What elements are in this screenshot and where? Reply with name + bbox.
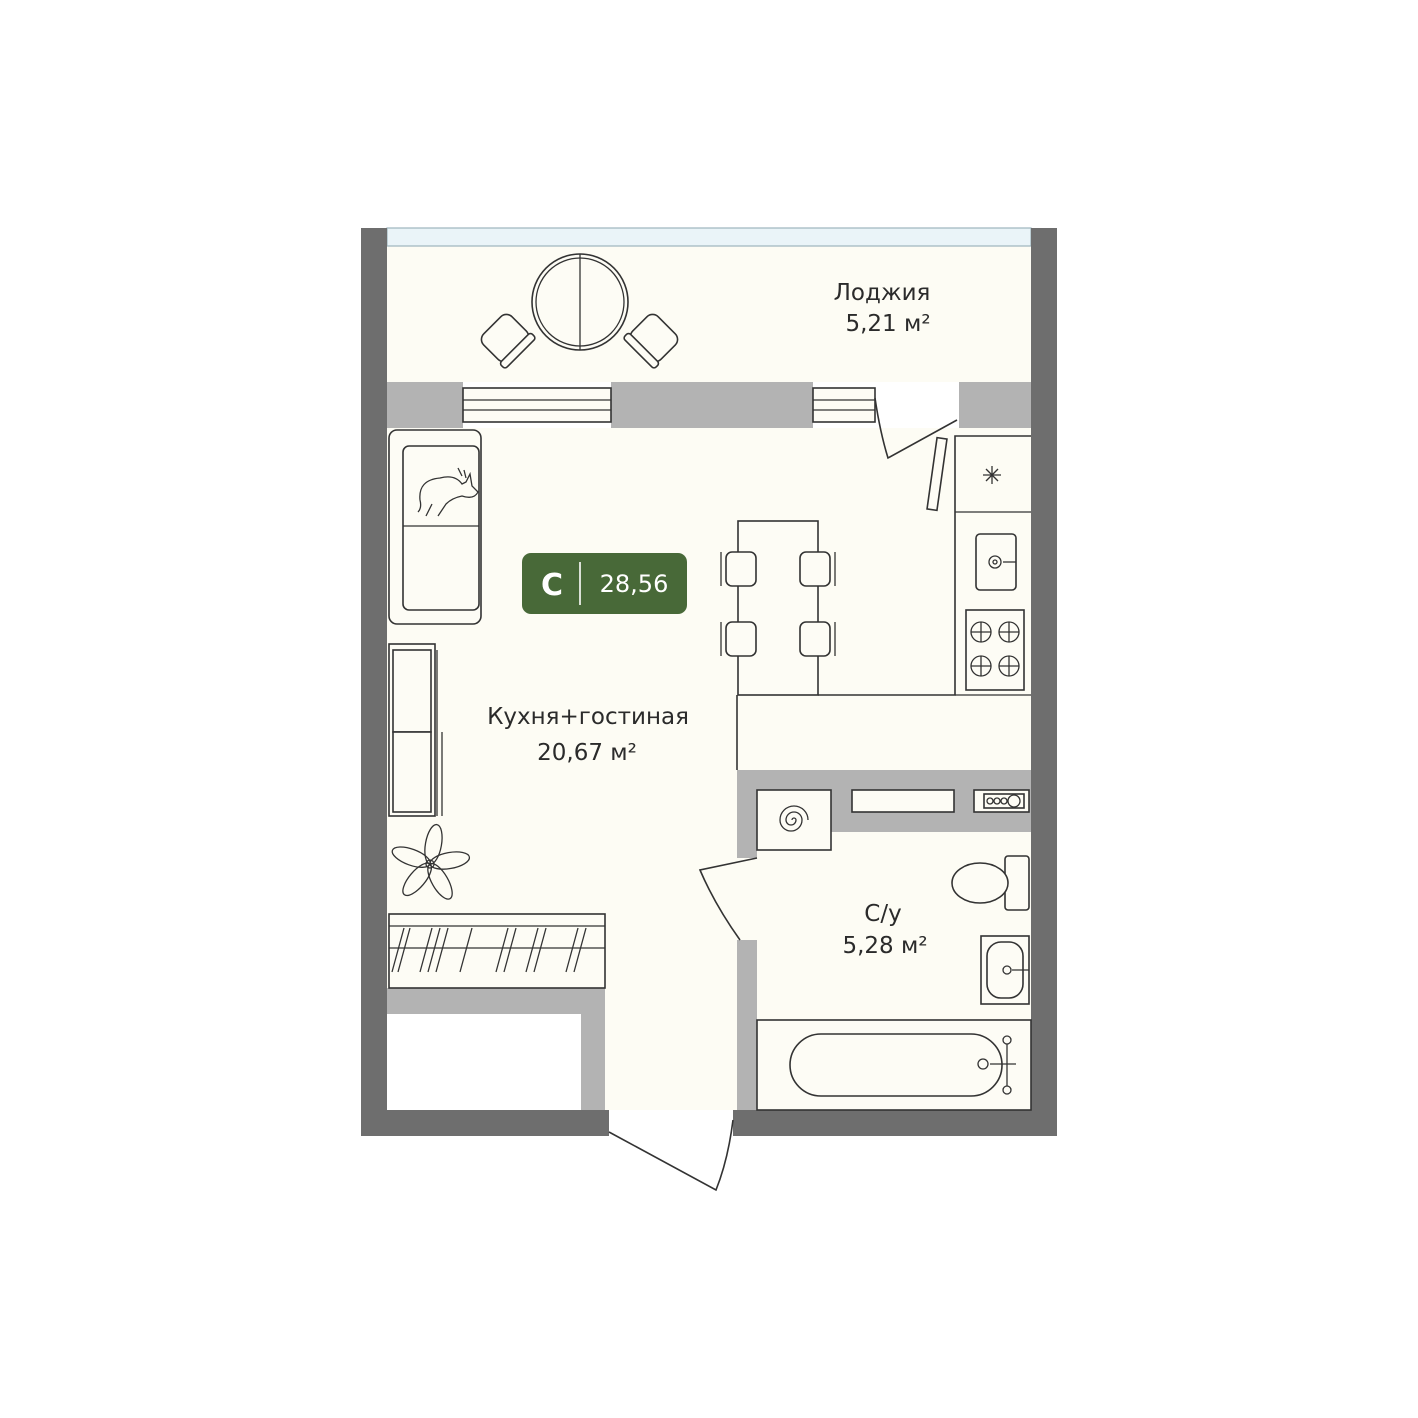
bathroom-door-swing [698, 857, 758, 941]
bathroom-fixtures [756, 789, 1032, 1111]
bathroom-name: С/у [864, 901, 901, 927]
closet-wall-right [581, 988, 605, 1110]
fridge-door-panel [926, 436, 948, 512]
dining-table [737, 520, 819, 696]
bathroom-label: С/у 5,28 м² [842, 901, 927, 959]
bath-wall-left-upper [737, 770, 757, 858]
kitchen-living-name: Кухня+гостиная [487, 704, 689, 730]
wall-bottom-right [733, 1110, 1057, 1136]
armchair-left [480, 313, 536, 369]
closet-wall-top [387, 988, 605, 1014]
entrance-door [581, 1110, 734, 1192]
kitchen-sink-icon [975, 533, 1017, 591]
partition-pier-left [387, 382, 463, 428]
water-heater-icon [973, 789, 1030, 813]
tv-cabinet [388, 643, 443, 817]
chair-right-bottom [799, 621, 836, 657]
armchair-right [623, 313, 679, 369]
wall-bottom-left [361, 1110, 609, 1136]
bath-wall-left-lower [737, 940, 757, 1110]
window-right [812, 387, 876, 423]
loggia-partition [387, 382, 1031, 460]
chair-right-top [799, 551, 836, 587]
kitchen-counter [736, 435, 1031, 770]
washing-machine-icon [756, 789, 832, 851]
window-left [462, 387, 612, 423]
wardrobe [388, 913, 606, 989]
loggia-floor [387, 246, 1031, 382]
cat-icon [417, 467, 479, 517]
badge-background [522, 553, 687, 614]
bathroom-area: 5,28 м² [842, 933, 927, 959]
bath-shelf [851, 789, 955, 813]
loggia-furniture [480, 253, 679, 369]
kitchen-living-area: 20,67 м² [537, 740, 637, 766]
loggia-area: 5,21 м² [845, 311, 930, 337]
closet-wall-corner [361, 1012, 387, 1136]
sofa [388, 429, 482, 625]
toilet-icon [951, 855, 1030, 911]
door-jamb-left [581, 1110, 609, 1136]
closet-walls [361, 988, 605, 1136]
chair-left-top [720, 551, 757, 587]
outer-walls [361, 228, 1057, 1136]
cooktop-icon [965, 609, 1025, 691]
badge-total-area: 28,56 [600, 570, 669, 598]
partition-pier-middle [611, 382, 813, 428]
badge-type: С [541, 568, 563, 603]
wall-right [1031, 228, 1057, 1136]
kitchen-living-label: Кухня+гостиная 20,67 м² [487, 704, 689, 766]
loggia-glazing [386, 227, 1032, 247]
wall-left [361, 228, 387, 1136]
balcony-door-swing [874, 397, 958, 460]
dining-set [720, 520, 836, 696]
chair-left-bottom [720, 621, 757, 657]
closet-floor [387, 1014, 581, 1110]
loggia-name: Лоджия [834, 280, 931, 306]
entrance-door-swing [608, 1119, 734, 1192]
loggia-label: Лоджия 5,21 м² [834, 280, 931, 337]
bathroom-sink-icon [980, 935, 1030, 1005]
apartment-badge: С 28,56 [522, 553, 687, 614]
plant-icon [391, 823, 471, 900]
fridge-icon [983, 466, 1001, 484]
partition-pier-right [959, 382, 1031, 428]
bathtub-icon [756, 1019, 1032, 1111]
